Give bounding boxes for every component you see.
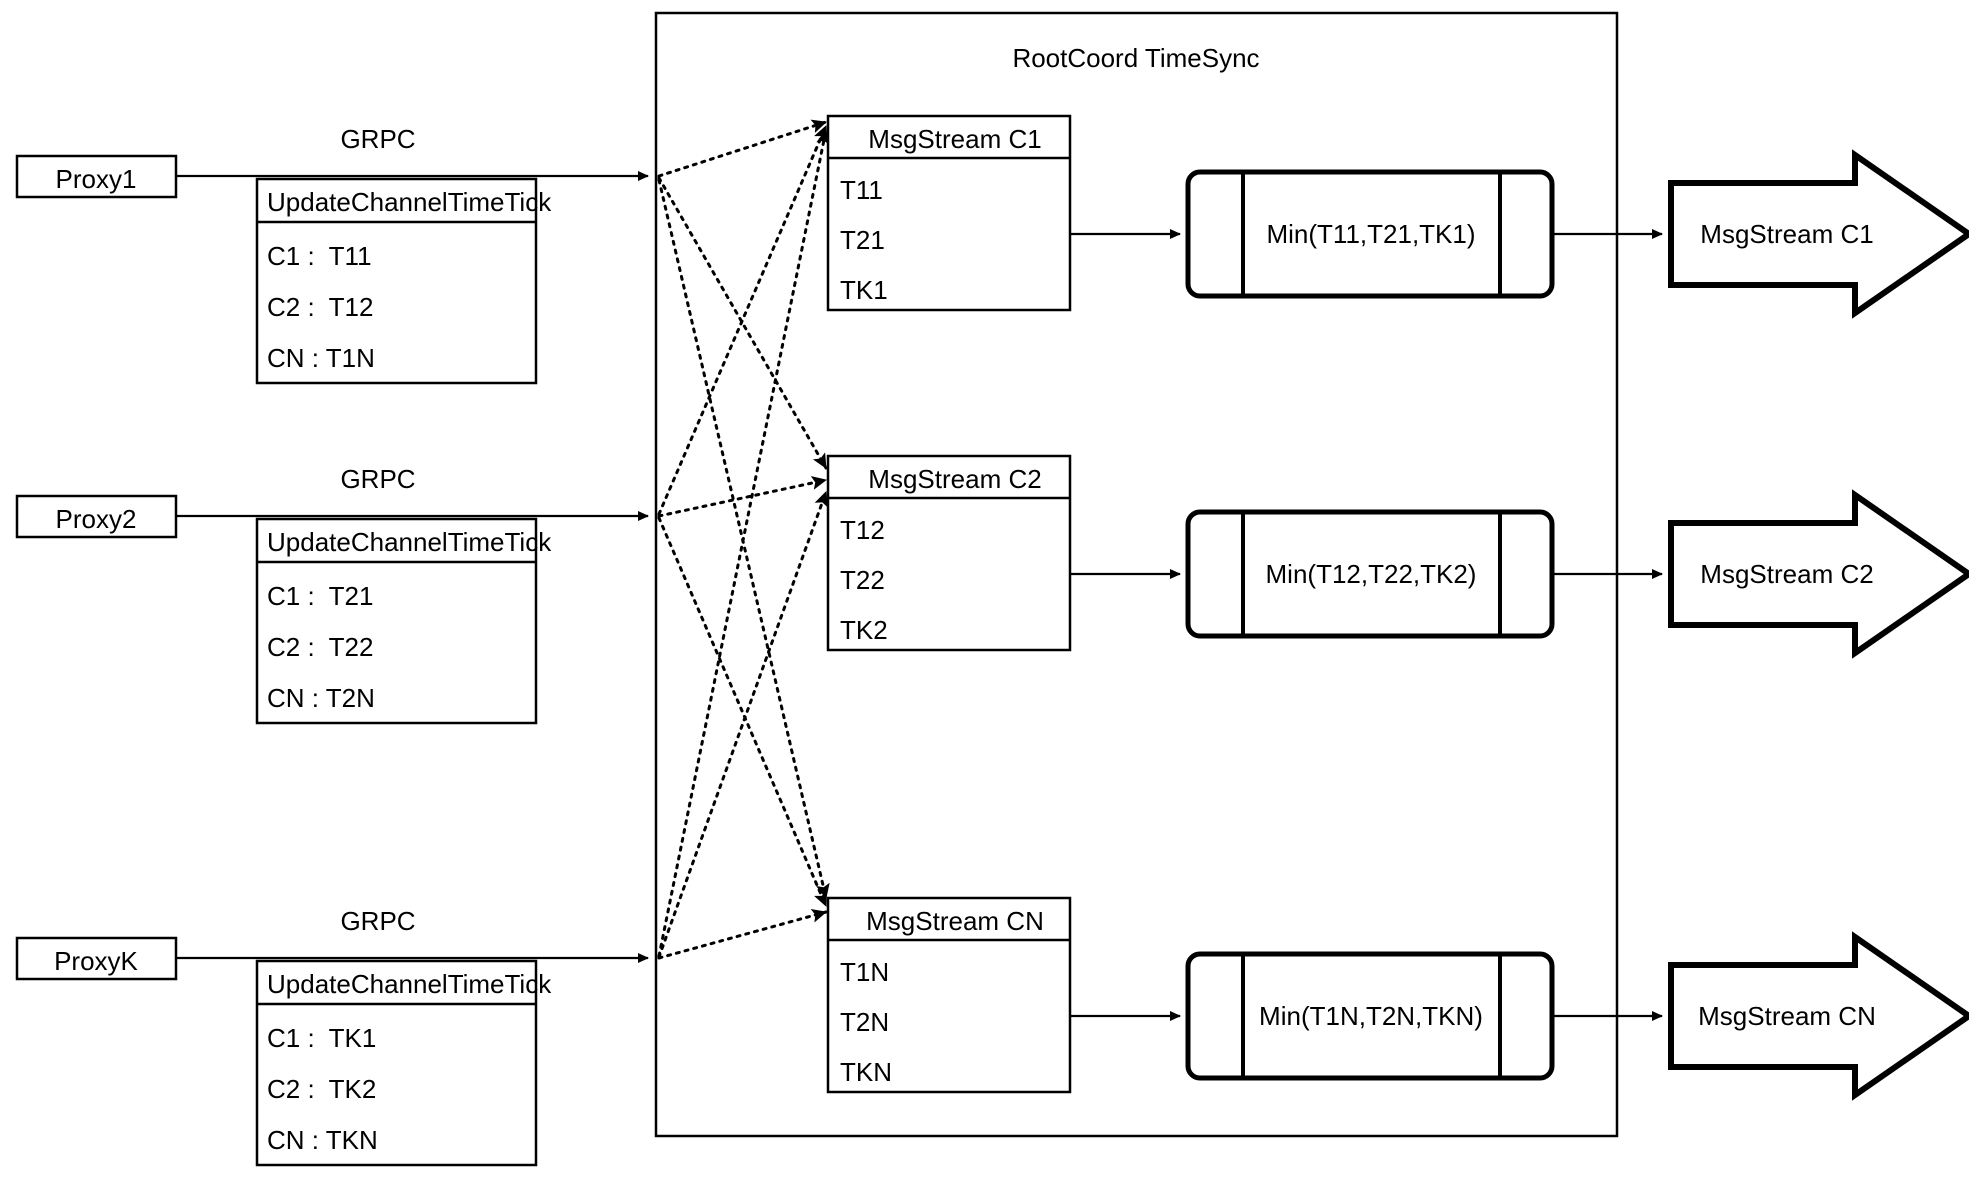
table-row-1-1: C2 : T12 — [267, 292, 374, 322]
msgstream-row-2-1: T22 — [840, 565, 885, 595]
msgstream-row-3-0: T1N — [840, 957, 890, 987]
msgstream-row-3-1: T2N — [840, 1007, 890, 1037]
table-row-1-2: CN : T1N — [267, 343, 375, 373]
dotted-edge-2-3 — [657, 516, 828, 908]
dotted-edge-3-1 — [657, 128, 831, 958]
msgstream-cn-box — [826, 896, 1072, 1094]
table-row-2-2: CN : T2N — [267, 683, 375, 713]
output-label-1: MsgStream C1 — [1700, 219, 1874, 249]
grpc-label-3: GRPC — [340, 906, 416, 936]
grpc-label-1: GRPC — [340, 124, 416, 154]
output-label-2: MsgStream C2 — [1700, 559, 1874, 589]
table-row-1-0: C1 : T11 — [267, 241, 372, 271]
table-row-3-0: C1 : TK1 — [267, 1023, 377, 1053]
msgstream-row-3-2: TKN — [840, 1057, 892, 1087]
msgstream-row-1-2: TK1 — [840, 275, 888, 305]
min-label-2: Min(T12,T22,TK2) — [1265, 559, 1477, 589]
dotted-edge-3-3 — [657, 908, 828, 960]
msgstream-header-1: MsgStream C1 — [868, 124, 1042, 154]
table-row-3-1: C2 : TK2 — [267, 1074, 377, 1104]
proxy2-box — [15, 494, 178, 539]
proxy-label-2: Proxy2 — [55, 504, 137, 534]
msgstream-row-1-1: T21 — [840, 225, 885, 255]
dotted-edge-1-1 — [657, 119, 828, 178]
msgstream-row-2-0: T12 — [840, 515, 885, 545]
table2-outer — [255, 517, 538, 725]
table-header-2: UpdateChannelTimeTick — [267, 527, 552, 557]
msgstream-row-1-0: T11 — [840, 175, 883, 205]
grpc-label-2: GRPC — [340, 464, 416, 494]
msgstream-row-2-2: TK2 — [840, 615, 888, 645]
dotted-edge-1-2 — [657, 176, 828, 470]
output-arrow-cn — [1668, 931, 1969, 1101]
proxy1-box — [15, 154, 178, 199]
output-label-3: MsgStream CN — [1698, 1001, 1876, 1031]
min-label-3: Min(T1N,T2N,TKN) — [1259, 1001, 1483, 1031]
output-arrow-c1 — [1668, 149, 1969, 319]
table1-outer — [255, 177, 538, 385]
proxy-label-3: ProxyK — [54, 946, 138, 976]
table-row-2-1: C2 : T22 — [267, 632, 374, 662]
msgstream-c2-box — [826, 454, 1072, 652]
table-row-3-2: CN : TKN — [267, 1125, 378, 1155]
msgstream-header-2: MsgStream C2 — [868, 464, 1042, 494]
table-header-3: UpdateChannelTimeTick — [267, 969, 552, 999]
table-header-1: UpdateChannelTimeTick — [267, 187, 552, 217]
msgstream-c1-box — [826, 114, 1072, 312]
dotted-edge-2-2 — [657, 476, 828, 518]
proxy-label-1: Proxy1 — [55, 164, 137, 194]
msgstream-header-3: MsgStream CN — [866, 906, 1044, 936]
dotted-edge-2-1 — [657, 124, 828, 516]
dotted-edge-3-2 — [657, 490, 828, 959]
table-row-2-0: C1 : T21 — [267, 581, 374, 611]
table3-outer — [255, 959, 538, 1167]
rootcoord-title: RootCoord TimeSync — [1012, 43, 1260, 73]
min-label-1: Min(T11,T21,TK1) — [1266, 219, 1476, 249]
output-arrow-c2 — [1668, 489, 1969, 659]
